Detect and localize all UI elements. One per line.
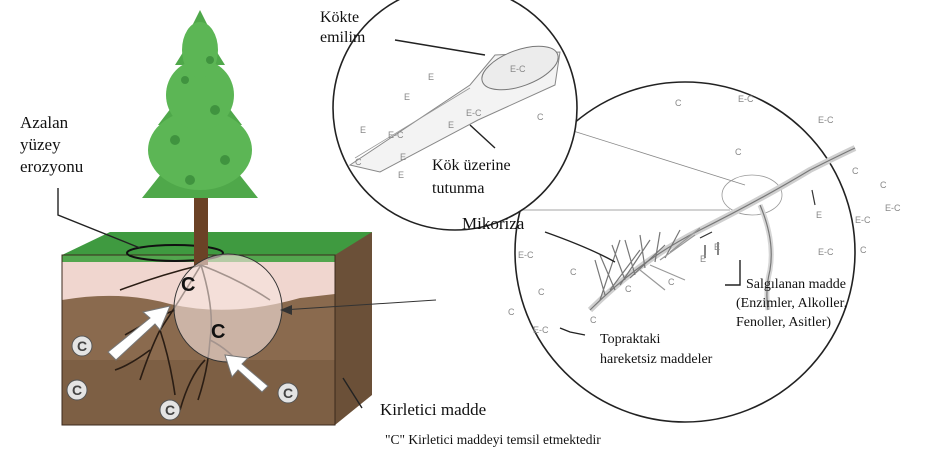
contaminant-marker: C xyxy=(211,321,225,343)
contaminant-marker: C xyxy=(537,112,544,122)
mycorrhiza-label: Mikoriza xyxy=(462,214,525,233)
contaminant-marker: C xyxy=(590,315,597,325)
immobile-substances-label: Topraktaki xyxy=(600,332,661,347)
contaminant-marker: C xyxy=(538,287,545,297)
contaminant-marker: C xyxy=(72,382,82,398)
contaminant-marker: C xyxy=(625,284,632,294)
contaminant-marker: C xyxy=(860,245,867,255)
enzyme-marker: E xyxy=(360,125,366,135)
enzyme-marker: E xyxy=(700,254,706,264)
root-absorption-label: Kökte xyxy=(320,9,359,26)
ec-marker: E-C xyxy=(466,108,482,118)
surface-erosion-label: erozyonu xyxy=(20,157,84,176)
contaminant-marker: C xyxy=(735,147,742,157)
contaminant-marker: C xyxy=(508,307,515,317)
tree xyxy=(142,10,258,265)
ec-marker: E-C xyxy=(510,64,526,74)
surface-erosion-label: yüzey xyxy=(20,135,61,154)
enzyme-marker: E xyxy=(428,72,434,82)
ec-marker: E-C xyxy=(738,94,754,104)
ec-marker: E-C xyxy=(818,115,834,125)
secreted-substance-label: (Enzimler, Alkoller, xyxy=(736,296,847,311)
contaminant-marker: C xyxy=(77,338,87,354)
contaminant-marker: C xyxy=(165,402,175,418)
ec-marker: E-C xyxy=(885,203,901,213)
secreted-substance-label: Fenoller, Asitler) xyxy=(736,315,831,330)
secreted-substance-label: Salgılanan madde xyxy=(746,277,846,292)
root-attachment-label: tutunma xyxy=(432,180,484,197)
pollutant-label: Kirletici madde xyxy=(380,400,486,419)
surface-erosion-label: Azalan xyxy=(20,113,69,132)
enzyme-marker: E xyxy=(400,152,406,162)
root-absorption-label: emilim xyxy=(320,29,366,46)
ec-marker: E-C xyxy=(533,325,549,335)
enzyme-marker: E xyxy=(448,120,454,130)
contaminant-marker: C xyxy=(355,157,362,167)
ec-marker: E-C xyxy=(518,250,534,260)
contaminant-marker: C xyxy=(880,180,887,190)
enzyme-marker: E xyxy=(404,92,410,102)
contaminant-marker: C xyxy=(852,166,859,176)
enzyme-marker: E xyxy=(714,242,720,252)
enzyme-marker: E xyxy=(816,210,822,220)
root-attachment-label: Kök üzerine xyxy=(432,157,511,174)
ec-marker: E-C xyxy=(818,247,834,257)
ec-marker: E-C xyxy=(855,215,871,225)
contaminant-marker: C xyxy=(675,98,682,108)
tree-crown xyxy=(142,10,258,198)
immobile-substances-label: hareketsiz maddeler xyxy=(600,352,713,367)
ec-marker: E-C xyxy=(388,130,404,140)
contaminant-marker: C xyxy=(570,267,577,277)
enzyme-marker: E xyxy=(398,170,404,180)
caption: "C" Kirletici maddeyi temsil etmektedir xyxy=(385,432,601,447)
contaminant-marker: C xyxy=(181,274,195,296)
contaminant-marker: C xyxy=(283,385,293,401)
contaminant-marker: C xyxy=(668,277,675,287)
root-zoom-circle xyxy=(174,254,282,362)
